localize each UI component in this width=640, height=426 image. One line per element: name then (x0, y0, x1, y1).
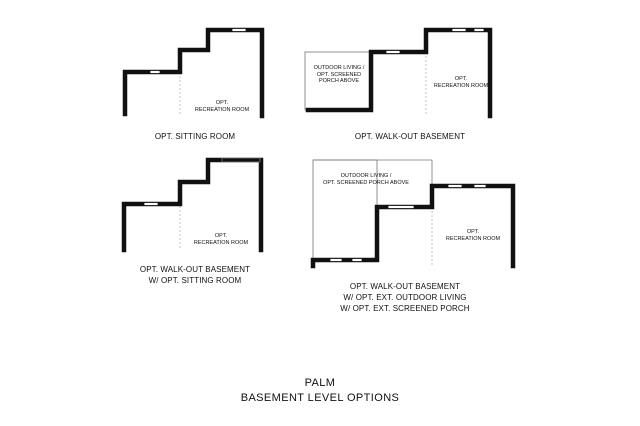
room-label-line: PORCH ABOVE (318, 78, 360, 84)
room-label-recreation: OPT. RECREATION ROOM (182, 233, 260, 246)
plan-3-window (143, 202, 159, 206)
room-label-line: OUTDOOR LIVING / (313, 65, 365, 71)
plan-caption: OPT. WALK-OUT BASEMENT W/ OPT. EXT. OUTD… (315, 281, 495, 314)
plan-walk-out-basement-sitting-room (121, 157, 264, 253)
plan-4-walls (310, 183, 516, 269)
plan-caption: OPT. WALK-OUT BASEMENT W/ OPT. SITTING R… (105, 264, 285, 286)
room-label-line: OPT. (214, 233, 228, 239)
room-label-recreation: OPT. RECREATION ROOM (422, 76, 500, 89)
plan-caption-line: W/ OPT. EXT. SCREENED PORCH (340, 304, 470, 313)
plan-1-walls (122, 27, 265, 119)
room-label-line: RECREATION ROOM (193, 239, 249, 246)
plan-3-bay-outline (221, 157, 261, 163)
plan-caption-line: OPT. WALK-OUT BASEMENT (139, 265, 251, 274)
page-subtitle: BASEMENT LEVEL OPTIONS (240, 392, 400, 404)
plan-2-window (473, 28, 485, 32)
room-label-line: OUTDOOR LIVING / (340, 173, 392, 179)
plan-4-window (351, 258, 363, 262)
plan-caption-line: OPT. SITTING ROOM (154, 132, 236, 141)
plan-caption: OPT. WALK-OUT BASEMENT (320, 131, 500, 142)
plan-2-window (451, 28, 467, 32)
model-name: PALM (304, 377, 336, 389)
plan-2-walls (305, 27, 493, 119)
plan-1-window (149, 70, 161, 74)
room-label-line: OPT. SCREENED (316, 71, 362, 78)
plan-caption-line: OPT. WALK-OUT BASEMENT (349, 282, 461, 291)
room-label-outdoor-living: OUTDOOR LIVING / OPT. SCREENED PORCH ABO… (306, 65, 372, 85)
room-label-recreation: OPT. RECREATION ROOM (434, 229, 512, 242)
room-label-line: OPT. (466, 229, 480, 235)
plan-4-window (473, 184, 487, 188)
plan-2-window (385, 50, 401, 54)
room-label-recreation: OPT. RECREATION ROOM (182, 100, 262, 113)
room-label-line: RECREATION ROOM (194, 106, 250, 113)
plan-caption-line: W/ OPT. SITTING ROOM (148, 276, 242, 285)
plan-caption: OPT. SITTING ROOM (110, 131, 280, 142)
room-label-line: RECREATION ROOM (445, 235, 501, 242)
plan-1-window (231, 28, 247, 32)
plan-sitting-room (122, 27, 265, 119)
plan-4-window (447, 184, 463, 188)
plan-caption-line: W/ OPT. EXT. OUTDOOR LIVING (343, 293, 467, 302)
plan-caption-line: OPT. WALK-OUT BASEMENT (354, 132, 466, 141)
room-label-line: OPT. (215, 100, 229, 106)
plan-walk-out-basement (304, 27, 493, 119)
room-label-line: RECREATION ROOM (433, 82, 489, 89)
room-label-outdoor-living: OUTDOOR LIVING / OPT. SCREENED PORCH ABO… (314, 173, 418, 186)
plan-3-walls (121, 157, 264, 253)
plan-4-window (387, 205, 415, 209)
room-label-line: OPT. (454, 76, 468, 82)
plan-walk-out-extended (310, 159, 516, 269)
plan-4-window (329, 258, 343, 262)
room-label-line: OPT. SCREENED PORCH ABOVE (323, 179, 409, 186)
